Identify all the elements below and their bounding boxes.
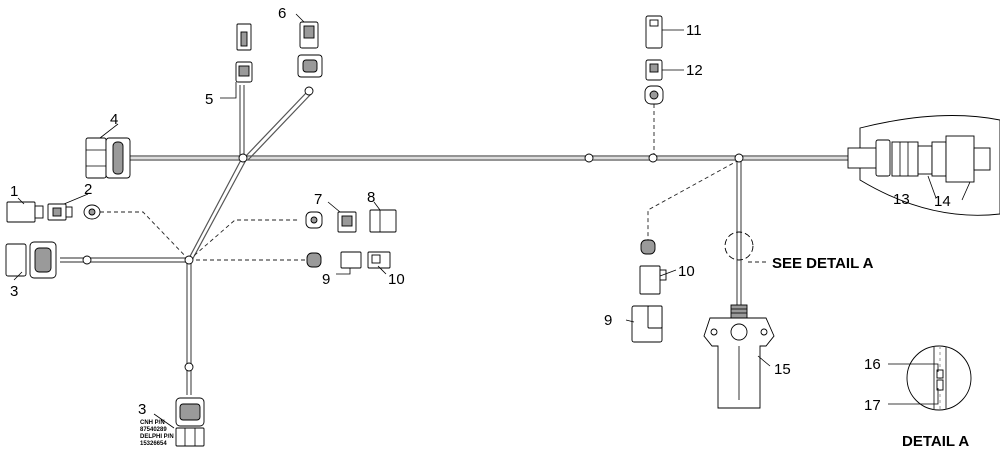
connector-5-cover bbox=[236, 23, 252, 51]
callout-17: 17 bbox=[864, 397, 881, 414]
junction-dots bbox=[82, 86, 744, 372]
connector-2 bbox=[47, 203, 73, 221]
cnh-pn-value: 87540289 bbox=[140, 427, 167, 433]
connector-7 bbox=[337, 211, 357, 233]
callout-7: 7 bbox=[314, 191, 322, 208]
see-detail-a-label: SEE DETAIL A bbox=[772, 255, 874, 272]
connector-9-center-seal bbox=[306, 252, 322, 268]
callout-14: 14 bbox=[934, 193, 951, 210]
branch-wire-6 bbox=[243, 91, 312, 161]
connector-10-center bbox=[367, 251, 391, 269]
connector-1 bbox=[6, 201, 44, 223]
callout-5: 5 bbox=[205, 91, 213, 108]
connector-11 bbox=[645, 15, 663, 49]
diagonal-trunk-wire bbox=[186, 157, 247, 263]
callout-1: 1 bbox=[10, 183, 18, 200]
component-13-14 bbox=[847, 115, 1000, 216]
connector-10-right bbox=[639, 265, 667, 295]
connector-2-seal bbox=[83, 204, 101, 220]
dashed-connections bbox=[100, 104, 768, 263]
callout-3-left: 3 bbox=[10, 283, 18, 300]
callout-9-right: 9 bbox=[604, 312, 612, 329]
vertical-wire-3 bbox=[186, 262, 192, 395]
callout-16: 16 bbox=[864, 356, 881, 373]
lower-left-wire bbox=[60, 257, 190, 263]
cnh-pn-label: CNH P/N bbox=[140, 420, 165, 426]
callout-6: 6 bbox=[278, 5, 286, 22]
connector-6 bbox=[297, 54, 323, 78]
callout-10-center: 10 bbox=[388, 271, 405, 288]
connector-9-right bbox=[631, 305, 663, 343]
detail-a-circle-small bbox=[724, 231, 754, 261]
connector-5 bbox=[235, 61, 253, 83]
callout-9-center: 9 bbox=[322, 271, 330, 288]
connector-7-seal bbox=[305, 211, 323, 229]
callout-13: 13 bbox=[893, 191, 910, 208]
callout-2: 2 bbox=[84, 181, 92, 198]
delphi-pn-value: 15326654 bbox=[140, 441, 167, 447]
callout-numbers: 1 2 3 4 5 6 7 8 9 10 3 11 12 10 9 13 14 … bbox=[10, 5, 951, 418]
connector-4 bbox=[85, 137, 131, 179]
connector-right-seal bbox=[640, 239, 656, 255]
callout-8: 8 bbox=[367, 189, 375, 206]
connector-12-seal bbox=[644, 85, 664, 105]
callout-15: 15 bbox=[774, 361, 791, 378]
delphi-pn-label: DELPHI P/N bbox=[140, 434, 174, 440]
callout-10-right: 10 bbox=[678, 263, 695, 280]
component-15 bbox=[703, 304, 775, 409]
connector-8 bbox=[369, 209, 397, 233]
callout-12: 12 bbox=[686, 62, 703, 79]
connector-12 bbox=[645, 59, 663, 81]
callout-3-bottom: 3 bbox=[138, 401, 146, 418]
leader-lines bbox=[13, 13, 971, 429]
connector-6-top bbox=[299, 21, 319, 49]
connector-3-bottom bbox=[175, 397, 205, 447]
connector-9-center bbox=[340, 251, 362, 269]
connector-3-left bbox=[5, 241, 57, 279]
branch-wire-5 bbox=[239, 85, 245, 158]
callout-4: 4 bbox=[110, 111, 118, 128]
detail-a-title: DETAIL A bbox=[902, 433, 969, 450]
detail-a-inset bbox=[906, 345, 972, 411]
callout-11: 11 bbox=[686, 22, 702, 39]
